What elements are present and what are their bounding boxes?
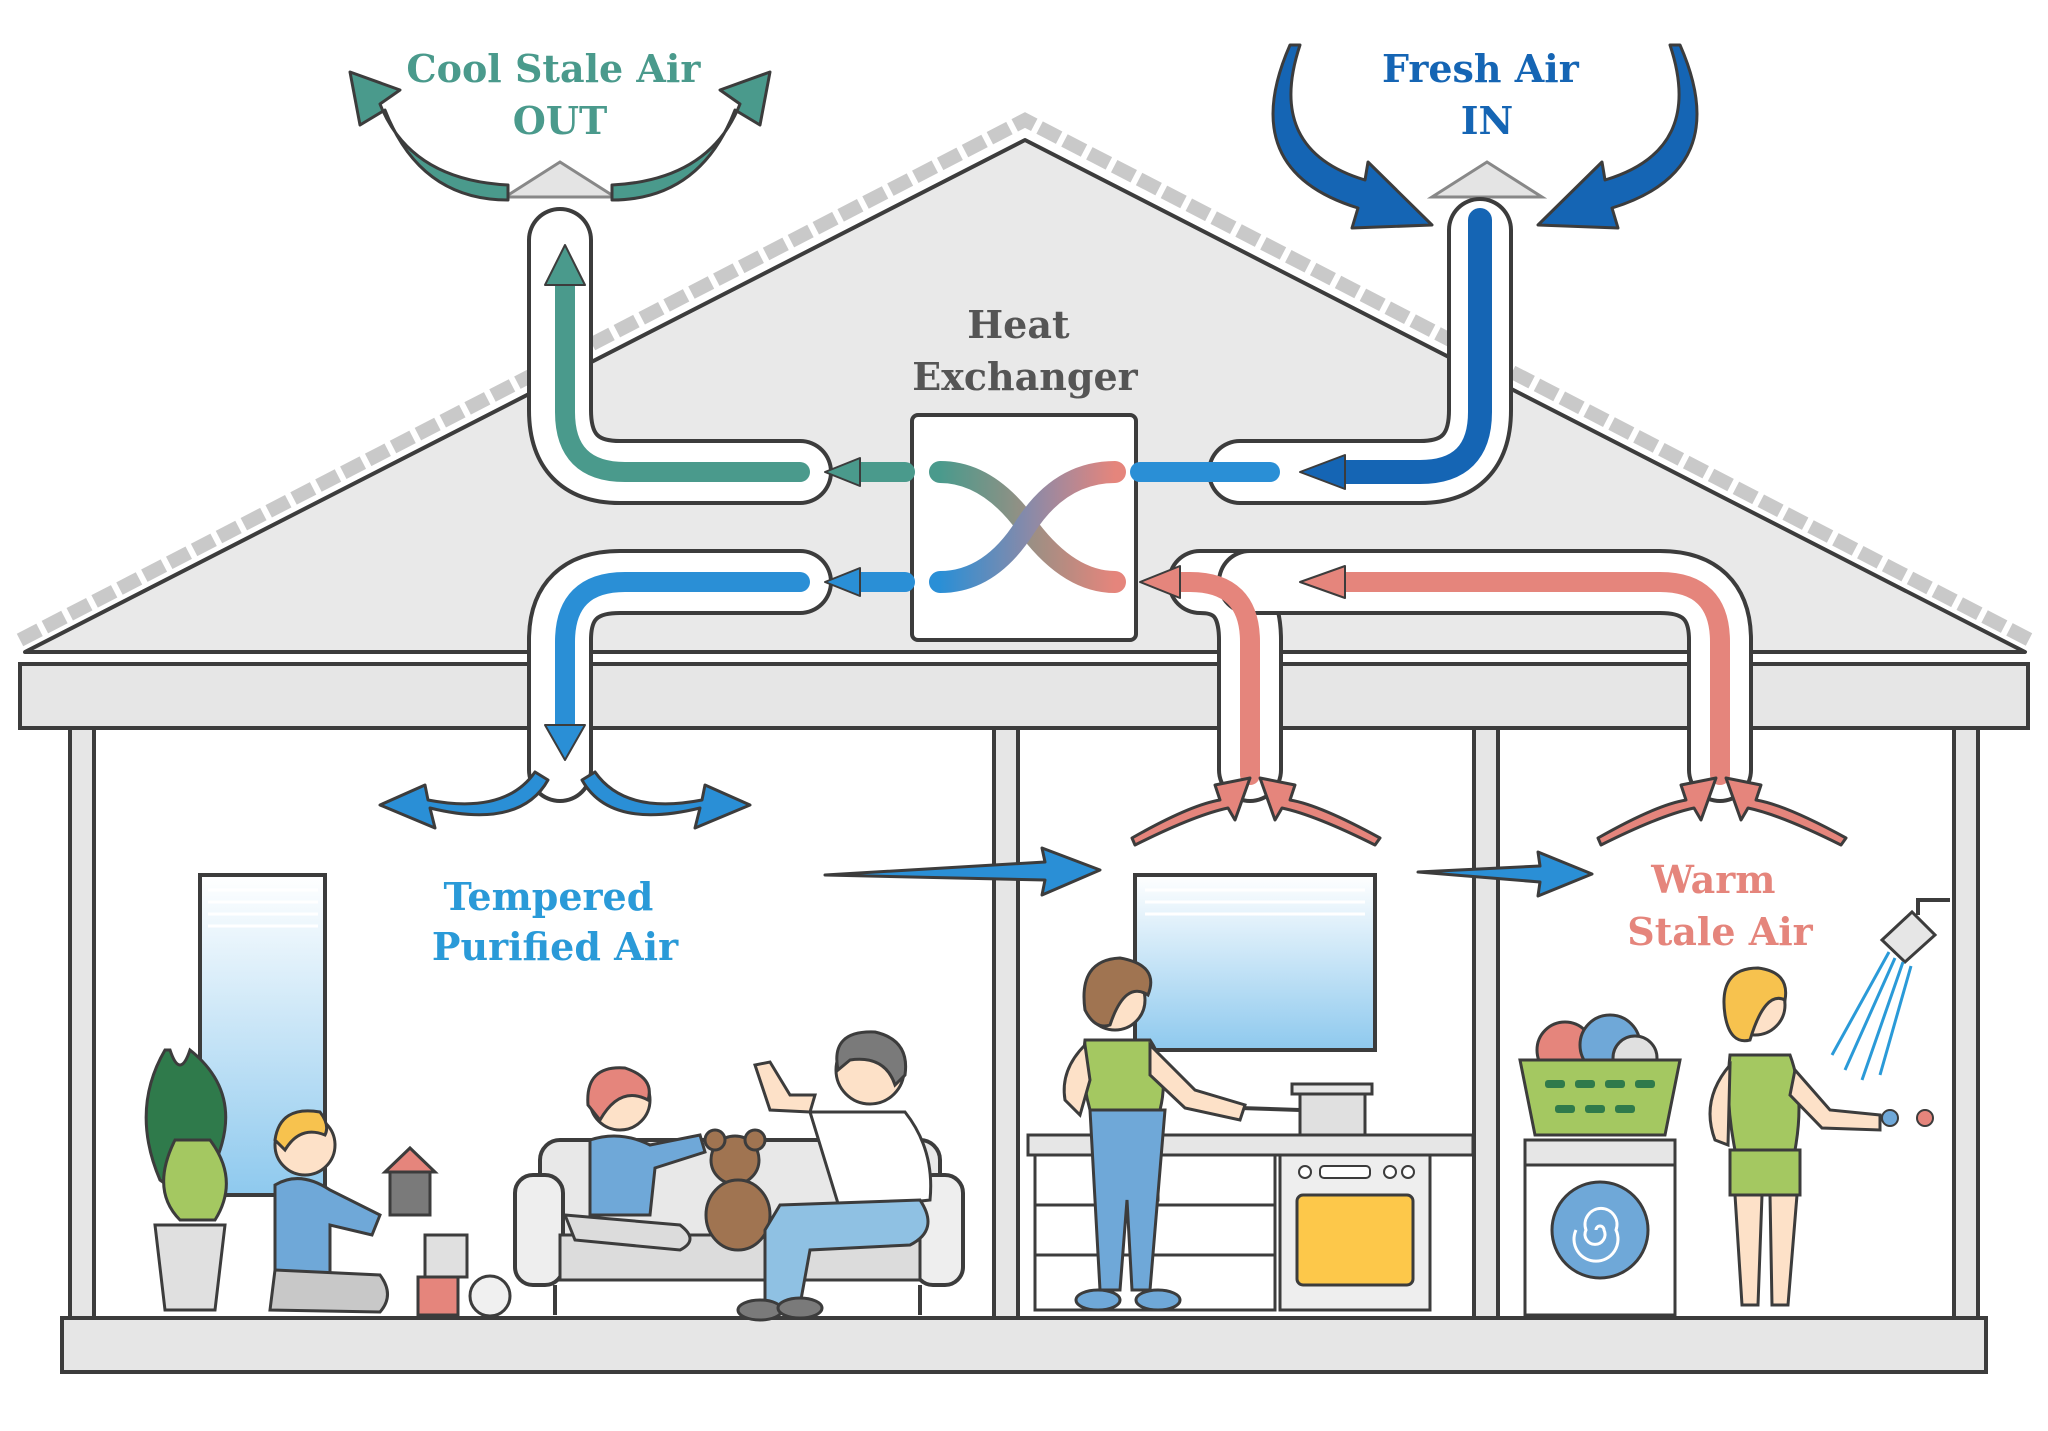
- blue-curve-arrow-right: [1536, 43, 1699, 230]
- roof: [23, 138, 2027, 654]
- blue-arrowhead-down: [544, 724, 586, 761]
- label-heat-exchanger: Heat Exchanger: [912, 302, 1138, 399]
- intake-vent-icon: [1426, 160, 1548, 199]
- transfer-arrows: [823, 846, 1594, 898]
- teddy-bear: [703, 1128, 772, 1252]
- roof-shingles: [16, 112, 2034, 647]
- wall-mid2: [1472, 726, 1500, 1320]
- oven-icon: [1278, 1153, 1432, 1312]
- label-warm-stale: Warm Stale Air: [1627, 857, 1813, 954]
- woman-bathroom: [1708, 966, 1934, 1307]
- supply-diffuser-arrows: [378, 770, 752, 830]
- pot: [1239, 1082, 1374, 1137]
- wall-right: [1952, 726, 1980, 1320]
- blue-diffuse-right: [580, 770, 752, 830]
- floor: [60, 1316, 1988, 1374]
- laundry-basket: [1518, 1013, 1682, 1137]
- child-playing: [268, 1109, 512, 1318]
- wall-left: [68, 726, 96, 1320]
- exhaust-vent-icon: [499, 160, 621, 199]
- shower-head-icon: [1830, 898, 1950, 1081]
- airflow: [544, 208, 1730, 785]
- teal-curve-arrow-right: [610, 70, 772, 202]
- heat-exchanger: [910, 413, 1138, 642]
- label-fresh-in: Fresh Air IN: [1382, 46, 1592, 143]
- label-tempered-purified: Tempered Purified Air: [432, 874, 679, 969]
- teal-curve-arrow-left: [348, 70, 510, 202]
- blue-diffuse-left: [378, 770, 550, 830]
- kitchen: [1026, 873, 1475, 1312]
- living-room: [144, 873, 965, 1322]
- bathroom: [1518, 898, 1950, 1317]
- exhaust-swirl-arrows: [348, 70, 772, 202]
- man: [736, 1030, 933, 1322]
- teal-arrowhead-up: [544, 244, 586, 286]
- return-grille-arrows: [1130, 776, 1848, 847]
- blue-curve-arrow-left: [1271, 43, 1434, 230]
- washing-machine-icon: [1523, 1138, 1677, 1317]
- potted-plant-icon: [144, 1047, 228, 1312]
- intake-swirl-arrows: [1271, 43, 1699, 230]
- blue-transfer-arrow-1: [823, 846, 1102, 897]
- blue-transfer-arrow-2: [1416, 850, 1594, 898]
- wall-mid1: [992, 726, 1020, 1320]
- woman-cooking: [1062, 956, 1247, 1312]
- label-cool-stale-out: Cool Stale Air OUT: [406, 46, 713, 143]
- girl: [562, 1066, 707, 1252]
